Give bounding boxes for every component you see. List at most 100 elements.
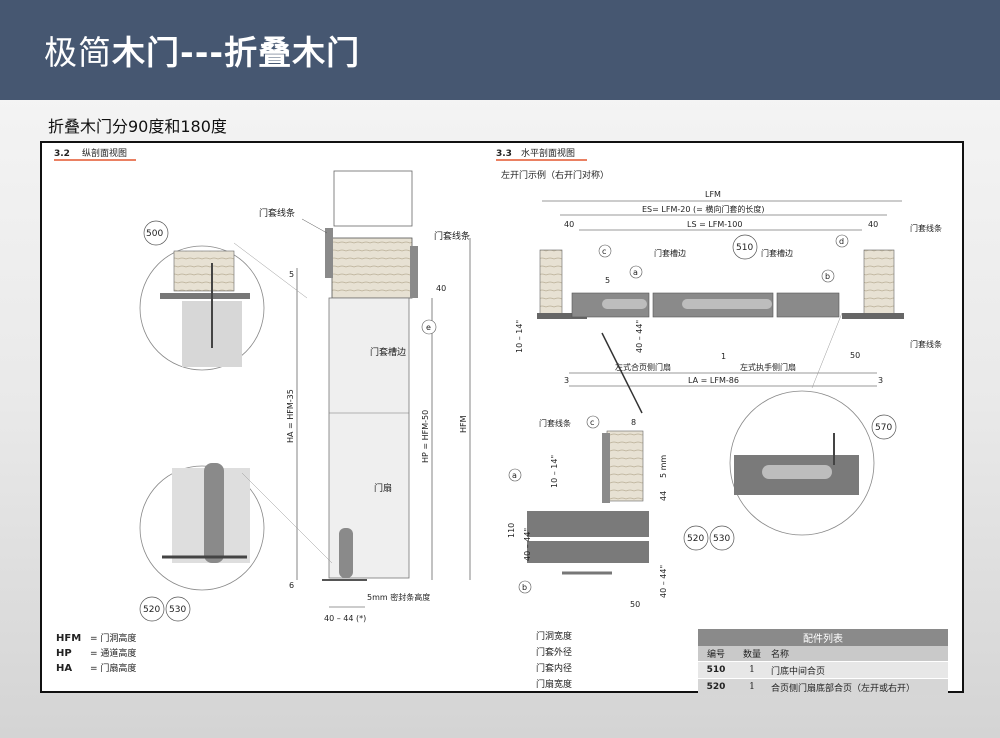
label-d3b: 3 [878,376,883,385]
detail-trim [602,433,610,503]
trim-left [325,228,333,278]
callout-520-right [683,525,709,551]
slide-subtitle: 折叠木门分90度和180度 [48,117,227,136]
col-header-number: 编号 [698,646,734,662]
section-3-3: 3.3 水平剖面视图 左开门示例（右开门对称） LFM ES= LFM-20 (… [496,147,942,609]
label-hp: HP = HFM-50 [421,410,430,463]
label-door-leaf: 门扇 [374,482,392,494]
door-panel-3 [776,292,840,318]
section-3-2: 3.2 纵剖面视图 HA = HFM-35 HP = HFM-50 HFM 5 … [54,147,471,623]
label-seal-height: 5mm 密封条高度 [367,592,430,602]
label-d40a: 40 [564,220,574,229]
technical-drawing-frame: 3.2 纵剖面视图 HA = HFM-35 HP = HFM-50 HFM 5 … [40,141,964,695]
label-d6: 6 [289,581,294,590]
detail-top-wood [173,250,235,292]
abbr-ha: HA= 门扇高度 [56,663,137,674]
part-qty: 1 [734,661,770,679]
label-d1: 1 [721,352,726,361]
detail-leaf-2 [527,541,649,563]
label-la: LA = LFM-86 [688,376,739,385]
callout-c-top [598,244,612,258]
label-d40-44-detail-b: 40 – 44" [659,565,668,598]
frame-right-base [842,313,904,319]
label-d50-detail: 50 [630,600,640,609]
section-33-number: 3.3 [496,149,512,159]
detail-wall [606,430,644,502]
detail-bottom-hinge [204,463,224,563]
section-33-title: 水平剖面视图 [521,147,575,159]
callout-c-detail [586,415,600,429]
wall-left [539,249,563,319]
label-520-left: 520 [143,605,160,615]
table-row: 510 1 门底中间合页 [698,661,948,679]
detail-left-leader [601,332,643,414]
label-d5-h: 5 [605,276,610,285]
label-d-top: d [839,237,844,246]
label-ha: HA = HFM-35 [286,389,295,443]
label-d110: 110 [507,523,516,538]
callout-530-left [165,596,191,622]
label-thickness: 40 – 44 (*) [324,614,366,623]
label-570: 570 [875,423,892,433]
section-33-subtitle: 左开门示例（右开门对称） [501,169,609,181]
callout-570 [871,414,897,440]
leader-trim-left [301,218,328,234]
callout-d-top [835,234,849,248]
label-d44: 44 [659,491,668,501]
label-d5: 5 [289,270,294,279]
label-530-left: 530 [169,605,186,615]
detail-right-hinge [762,465,832,479]
page-title: 极简木门---折叠木门 [44,33,361,72]
bottom-hinge [339,528,353,578]
part-number: 520 [698,678,734,695]
label-d40-44-detail-a: 40 – 44" [523,528,532,561]
table-row: 520 1 合页侧门扇底部合页（左开或右开） [698,678,948,695]
detail-top-plate [160,293,250,299]
detail-leaf-1 [527,511,649,537]
parts-list-table: 配件列表 编号 数量 名称 510 1 门底中间合页 520 1 合页侧门扇底部… [698,629,948,695]
hinge-plate-2 [682,299,772,309]
callout-b-top [821,269,835,283]
frame-header [331,237,413,299]
part-qty: 1 [734,678,770,695]
callout-510 [732,234,758,260]
label-d40b: 40 [868,220,878,229]
abbr-hfm: HFM= 门洞高度 [56,633,137,644]
slide-header: 极简木门---折叠木门 [0,0,1000,100]
label-b-detail: b [522,583,527,592]
label-e: e [426,323,431,332]
label-ls: LS = LFM-100 [687,220,742,229]
label-d8: 8 [631,418,636,427]
callout-a-detail [508,468,522,482]
callout-530-right [709,525,735,551]
label-d10-14-detail: 10 – 14" [550,455,559,488]
label-groove-b: 门套槽边 [761,248,793,258]
hinge-plate-1 [602,299,647,309]
detail-top-leader [233,242,308,299]
label-hinge-side: 左式合页侧门扇 [615,362,671,372]
label-d10-14-h: 10 – 14" [515,320,524,353]
col-header-name: 名称 [770,646,948,662]
callout-a-top [629,265,643,279]
frame-left-base [537,313,587,319]
detail-right-leader [811,312,843,389]
abbr-hp: HP= 通道高度 [56,648,137,659]
label-hfm: HFM [459,415,468,433]
label-es: ES= LFM-20 (= 横向门套的长度) [642,204,764,214]
label-d40: 40 [436,284,446,293]
label-handle-side: 左式执手侧门扇 [740,362,796,372]
label-trim-r2: 门套线条 [910,339,942,349]
callout-520-left [139,596,165,622]
legend-opening-width: 门洞宽度 [536,632,573,642]
label-510: 510 [736,243,753,253]
legend-frame-outer: 门套外径 [536,648,573,658]
callout-500 [143,220,169,246]
label-a-top: a [633,268,638,277]
col-header-qty: 数量 [734,646,770,662]
label-500: 500 [146,229,163,239]
label-520-right: 520 [687,534,704,544]
label-b-top: b [825,272,830,281]
label-groove-a: 门套槽边 [654,248,686,258]
trim-right [410,246,418,298]
label-door-trim-right: 门套线条 [434,230,470,242]
